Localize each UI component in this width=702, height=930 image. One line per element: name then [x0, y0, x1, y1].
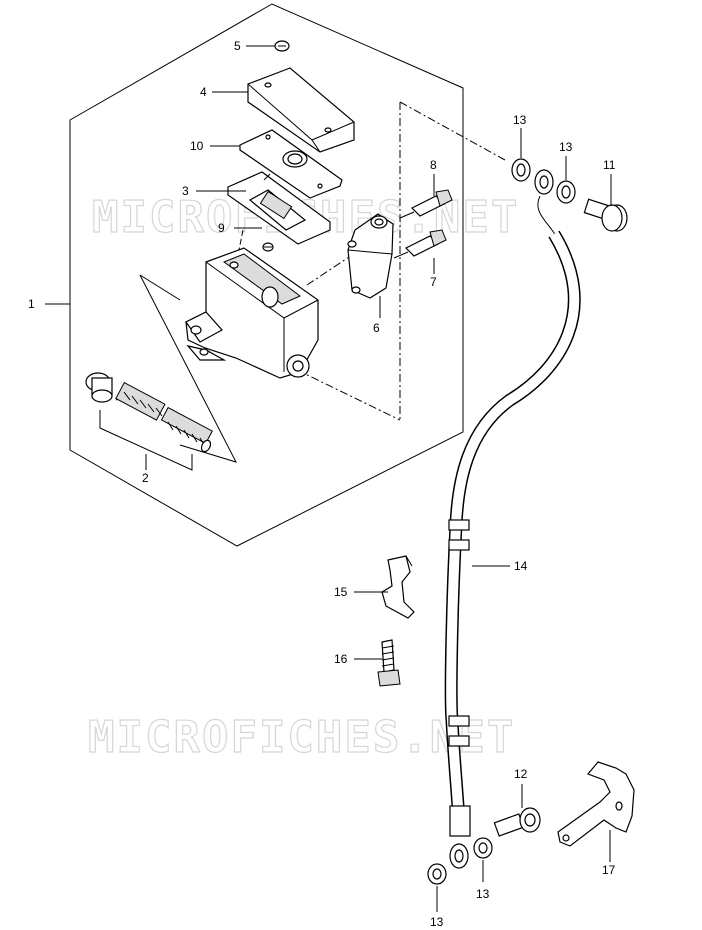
callout-10: 10 [190, 139, 204, 153]
callout-13-bottom-right: 13 [476, 887, 490, 901]
master-cylinder-body [185, 247, 319, 379]
callout-13-bottom-left: 13 [430, 915, 444, 929]
banjo-bolt-part-12 [493, 807, 541, 837]
callout-6: 6 [373, 321, 380, 335]
callout-13-top-right: 13 [559, 140, 573, 154]
bracket-part-17 [557, 761, 635, 847]
callout-9: 9 [218, 221, 225, 235]
screw-part-5 [246, 40, 290, 52]
bolt-part-8 [399, 189, 453, 219]
callout-4: 4 [200, 85, 207, 99]
callout-5: 5 [234, 39, 241, 53]
nut-part-9 [262, 242, 274, 252]
brake-hose-part-14 [444, 169, 581, 869]
clamp-part-6 [347, 213, 394, 299]
callout-16: 16 [334, 652, 348, 666]
plate-part-10 [239, 129, 343, 199]
callout-2: 2 [142, 471, 149, 485]
washer-part-13-upper-left [511, 158, 531, 182]
callout-14: 14 [514, 559, 528, 573]
bolt-part-16 [377, 639, 401, 687]
washer-part-13-lower-left [427, 863, 447, 885]
banjo-bolt-part-11 [583, 198, 628, 232]
bolt-part-7 [393, 229, 447, 259]
callout-13-top-left: 13 [513, 113, 527, 127]
guide-line-banjo [399, 101, 506, 161]
guide-line-clamp [306, 254, 353, 286]
callout-11: 11 [603, 158, 616, 172]
callout-7: 7 [430, 275, 437, 289]
callout-1: 1 [28, 297, 35, 311]
piston-kit-guide [139, 274, 237, 463]
guide-line-outlet [296, 369, 401, 421]
reservoir-cap-part-4 [247, 67, 355, 153]
watermark-bottom: MICROFICHES.NET [88, 712, 515, 763]
callout-17: 17 [602, 863, 616, 877]
hose-clamp-part-15 [381, 555, 415, 619]
piston-kit-part-2 [85, 372, 213, 471]
washer-part-13-upper-right [556, 180, 576, 204]
assembly-boundary [69, 3, 464, 547]
callout-12: 12 [514, 767, 528, 781]
callout-8: 8 [430, 158, 437, 172]
diaphragm-part-3 [227, 171, 331, 245]
callout-15: 15 [334, 585, 348, 599]
callout-3: 3 [182, 184, 189, 198]
washer-part-13-lower-right [473, 837, 493, 859]
